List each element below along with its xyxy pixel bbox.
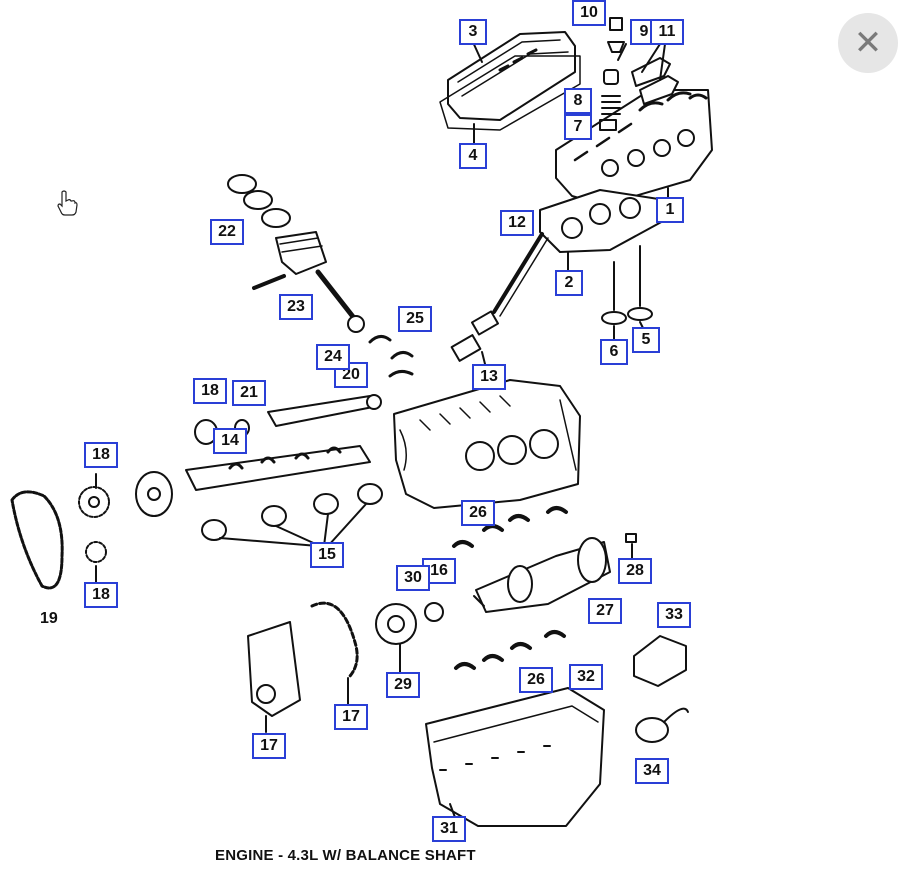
callout-12: 12 — [500, 210, 534, 236]
camshaft-drawing — [135, 445, 371, 517]
callout-30: 30 — [396, 565, 430, 591]
harmonic-balancer-drawing — [375, 602, 444, 673]
callout-7: 7 — [564, 114, 592, 140]
callout-24: 24 — [316, 344, 350, 370]
callout-2: 2 — [555, 270, 583, 296]
timing-cover-drawing — [247, 601, 359, 733]
callout-18b: 18 — [84, 582, 118, 608]
callout-34: 34 — [635, 758, 669, 784]
cam-bearings-drawing — [201, 483, 383, 547]
valve-train-drawing — [599, 17, 679, 131]
timing-chain-drawing — [10, 490, 64, 590]
crankshaft-drawing — [473, 533, 637, 613]
callout-1: 1 — [656, 197, 684, 223]
callout-13: 13 — [472, 364, 506, 390]
cylinder-head-drawing — [555, 89, 713, 206]
callout-17a: 17 — [252, 733, 286, 759]
callout-18a: 18 — [84, 442, 118, 468]
callout-6: 6 — [600, 339, 628, 365]
hand-pointer-icon — [57, 190, 78, 216]
timing-sprockets-drawing — [78, 473, 110, 583]
oil-pan-drawing — [425, 687, 605, 827]
callout-20: 20 — [334, 362, 368, 388]
oil-pump-drawing — [633, 635, 689, 743]
callout-10: 10 — [572, 0, 606, 26]
callout-28: 28 — [618, 558, 652, 584]
head-gasket-drawing — [539, 189, 666, 273]
callout-3: 3 — [459, 19, 487, 45]
callout-5: 5 — [632, 327, 660, 353]
callout-8: 8 — [564, 88, 592, 114]
rod-bearing-drawing — [368, 335, 414, 378]
callout-25: 25 — [398, 306, 432, 332]
piston-rings-drawing — [227, 174, 365, 333]
callout-33: 33 — [657, 602, 691, 628]
close-icon[interactable]: ✕ — [853, 23, 883, 63]
callout-26b: 26 — [519, 667, 553, 693]
callout-22: 22 — [210, 219, 244, 245]
valves-drawing — [601, 245, 653, 341]
close-button[interactable]: ✕ — [838, 13, 898, 73]
engine-block-drawing — [393, 379, 581, 509]
callout-23: 23 — [279, 294, 313, 320]
callout-11: 11 — [650, 19, 684, 45]
main-bearings-drawing — [452, 506, 568, 670]
callout-18c: 18 — [193, 378, 227, 404]
callout-31: 31 — [432, 816, 466, 842]
callout-27: 27 — [588, 598, 622, 624]
callout-29: 29 — [386, 672, 420, 698]
callout-19: 19 — [40, 610, 58, 627]
callout-17b: 17 — [334, 704, 368, 730]
callout-15: 15 — [310, 542, 344, 568]
callout-32: 32 — [569, 664, 603, 690]
callout-21: 21 — [232, 380, 266, 406]
callout-14: 14 — [213, 428, 247, 454]
valve-cover-drawing — [439, 31, 581, 147]
callout-26a: 26 — [461, 500, 495, 526]
pushrod-lifter-drawing — [450, 232, 549, 369]
diagram-caption: ENGINE - 4.3L W/ BALANCE SHAFT — [215, 847, 476, 864]
callout-4: 4 — [459, 143, 487, 169]
